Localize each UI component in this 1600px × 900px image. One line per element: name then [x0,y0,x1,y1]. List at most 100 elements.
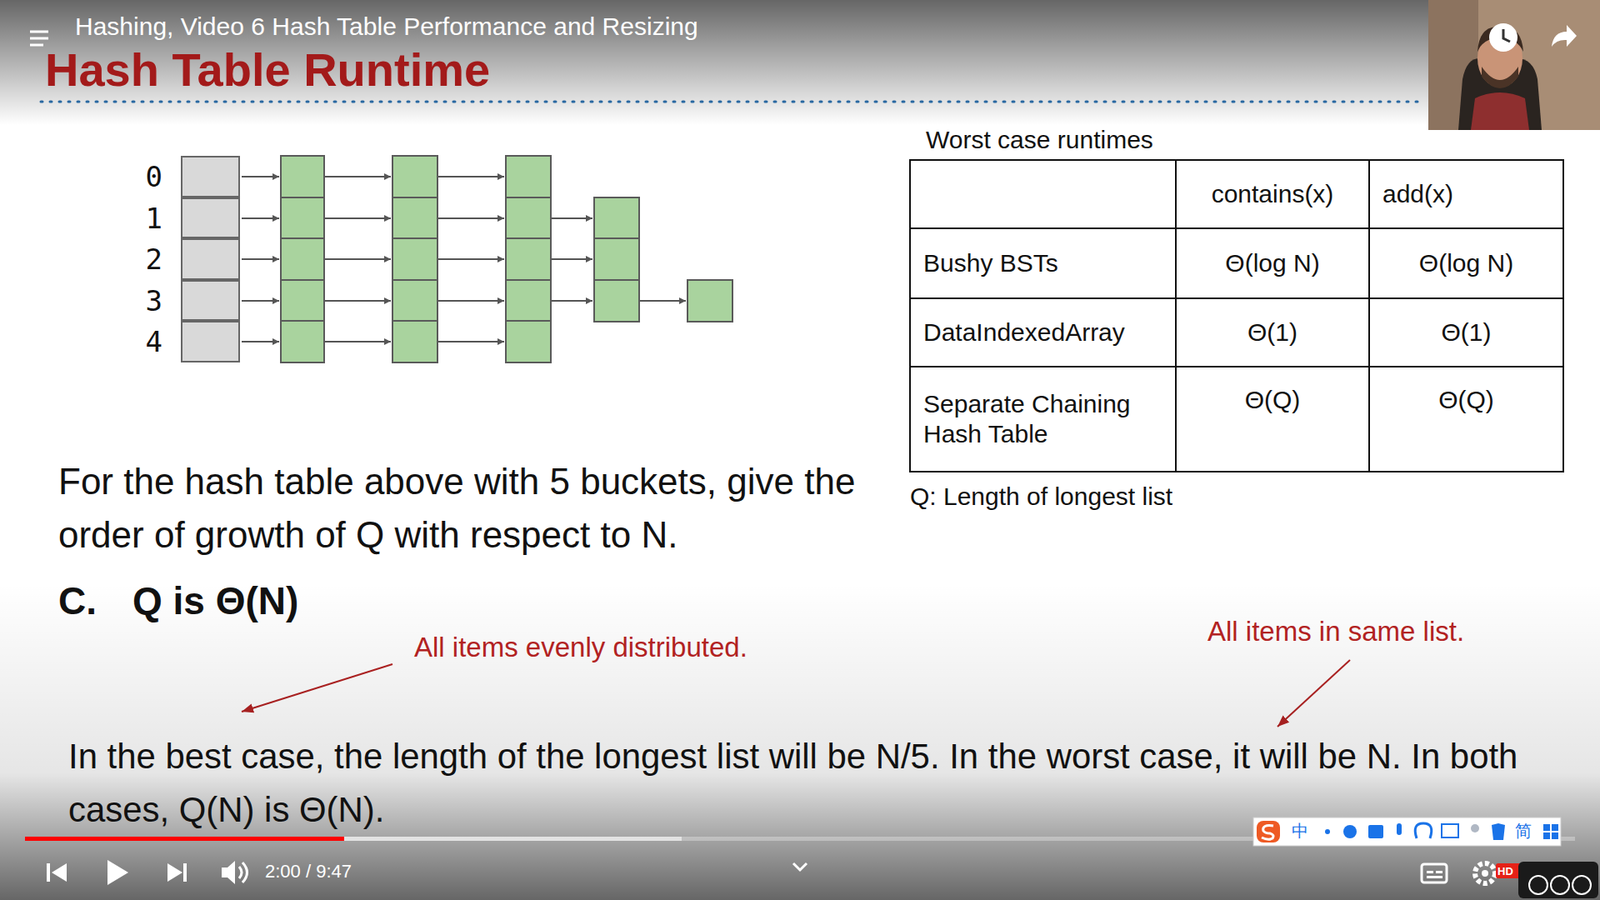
chain-arrow [550,300,593,302]
slide-title: Hash Table Runtime [45,41,490,98]
hash-bucket: 0 [180,155,240,198]
ime-button: 简 [1515,820,1532,841]
player-bottom-shade [0,583,1600,900]
chain-cell [392,238,438,280]
player-control-part [51,863,67,882]
ime-toolbar-part [1470,824,1480,833]
chain-arrow [324,340,391,343]
table-cell: Θ(log N) [1225,248,1320,279]
answer-letter-wrap: C. [58,578,125,625]
player-control [46,860,1599,899]
bucket-index: 4 [145,325,163,359]
chain-arrow [437,175,505,178]
ime-toolbar-part [1256,820,1280,843]
chain-arrow [639,300,686,302]
bucket-index: 0 [145,160,163,194]
table-cell: DataIndexedArray [923,317,1125,348]
chain-cell [594,238,640,280]
runtime-table-part [910,365,1564,368]
player-control-part [221,860,235,885]
chain-arrow [437,300,505,302]
ime-toolbar-part [1441,824,1459,838]
runtime-table-part [910,160,1564,472]
ime-toolbar-part [1396,823,1402,835]
table-caption-wrap: Worst case runtimes [925,125,1426,155]
ime-button-wrap: 中 [1291,820,1312,841]
hd-badge-wrap: HD [1497,862,1523,879]
table-cell-wrap: Bushy BSTs [910,228,1176,299]
chain-arrow [437,258,505,260]
answer-text: Q is Θ(N) [132,578,299,625]
player-control-part [1518,861,1599,899]
chain-cell [392,320,438,363]
player-control-part [1435,870,1443,874]
hash-bucket: 2 [180,238,240,280]
chain-arrow [241,258,280,260]
player-icon-part [1551,25,1577,47]
table-cell: Θ(Q) [1245,385,1301,415]
chain-arrow [324,300,391,302]
chain-cell [505,280,551,322]
player-icon-part [1489,23,1518,52]
video-title: Hashing, Video 6 Hash Table Performance … [75,11,699,42]
annotation-note: All items in same list. [1207,615,1465,649]
ime-toolbar-part [1415,823,1432,839]
chain-cell [280,320,325,363]
annotation-note-wrap: All items evenly distributed. [414,630,998,665]
table-note: Q: Length of longest list [910,481,1173,512]
player-control-part [1529,875,1548,895]
player-control-part [793,863,807,870]
webcam-thumbnail [1428,0,1600,130]
table-note-wrap: Q: Length of longest list [910,481,1494,512]
player-control-part [183,863,187,882]
runtime-table [910,160,1564,472]
ime-button-wrap: 简 [1515,820,1535,841]
runtime-table-part [910,297,1564,300]
table-cell-wrap: DataIndexedArray [910,298,1176,367]
table-cell-wrap: Separate Chaining Hash Table [910,366,1176,472]
annotation-note-wrap: All items in same list. [1207,615,1591,649]
webcam-thumbnail-part [1481,66,1519,89]
chain-arrow [437,340,505,343]
bucket-index: 2 [145,242,163,276]
player-control-part [1481,870,1489,877]
ime-toolbar-part [1325,829,1330,835]
chain-cell [392,155,438,198]
explanation-text: In the best case, the length of the long… [68,730,1599,837]
chain-arrow [241,300,280,302]
webcam-thumbnail-part [1470,92,1530,130]
question-text: For the hash table above with 5 buckets,… [58,455,884,562]
chain-cell [280,280,325,322]
chain-arrow [550,258,593,260]
table-cell-wrap: Θ(Q) [1369,366,1564,472]
table-cell-wrap: Θ(log N) [1175,228,1370,299]
video-title-wrap: Hashing, Video 6 Hash Table Performance … [75,11,1159,42]
player-control-part [1421,864,1447,883]
chain-arrow [550,217,593,220]
annotation-note: All items evenly distributed. [414,630,748,665]
chain-cell [280,238,325,280]
table-cell: contains(x) [1211,179,1335,210]
runtime-table-part [910,227,1564,230]
ime-toolbar-part [1253,817,1561,846]
runtime-table-part [1175,160,1177,472]
player-icon-part [30,44,44,47]
ime-toolbar-part [1343,825,1357,839]
answer-text-wrap: Q is Θ(N) [132,578,466,625]
player-icon-part [1503,29,1510,42]
ime-toolbar-part [1491,823,1505,840]
ime-toolbar [1253,817,1561,846]
ime-button: 中 [1291,820,1309,841]
table-caption: Worst case runtimes [925,125,1154,155]
table-cell: add(x) [1382,179,1454,210]
player-control-part [1572,875,1591,895]
table-cell: Separate Chaining Hash Table [923,389,1163,450]
player-control-part [1426,875,1443,879]
chain-cell [280,155,325,198]
table-cell: Θ(Q) [1438,385,1495,415]
chain-arrow [324,217,391,220]
table-cell-wrap: Θ(log N) [1369,228,1564,299]
time-display-wrap: 2:00 / 9:47 [265,860,515,883]
bucket-index: 1 [145,201,163,235]
